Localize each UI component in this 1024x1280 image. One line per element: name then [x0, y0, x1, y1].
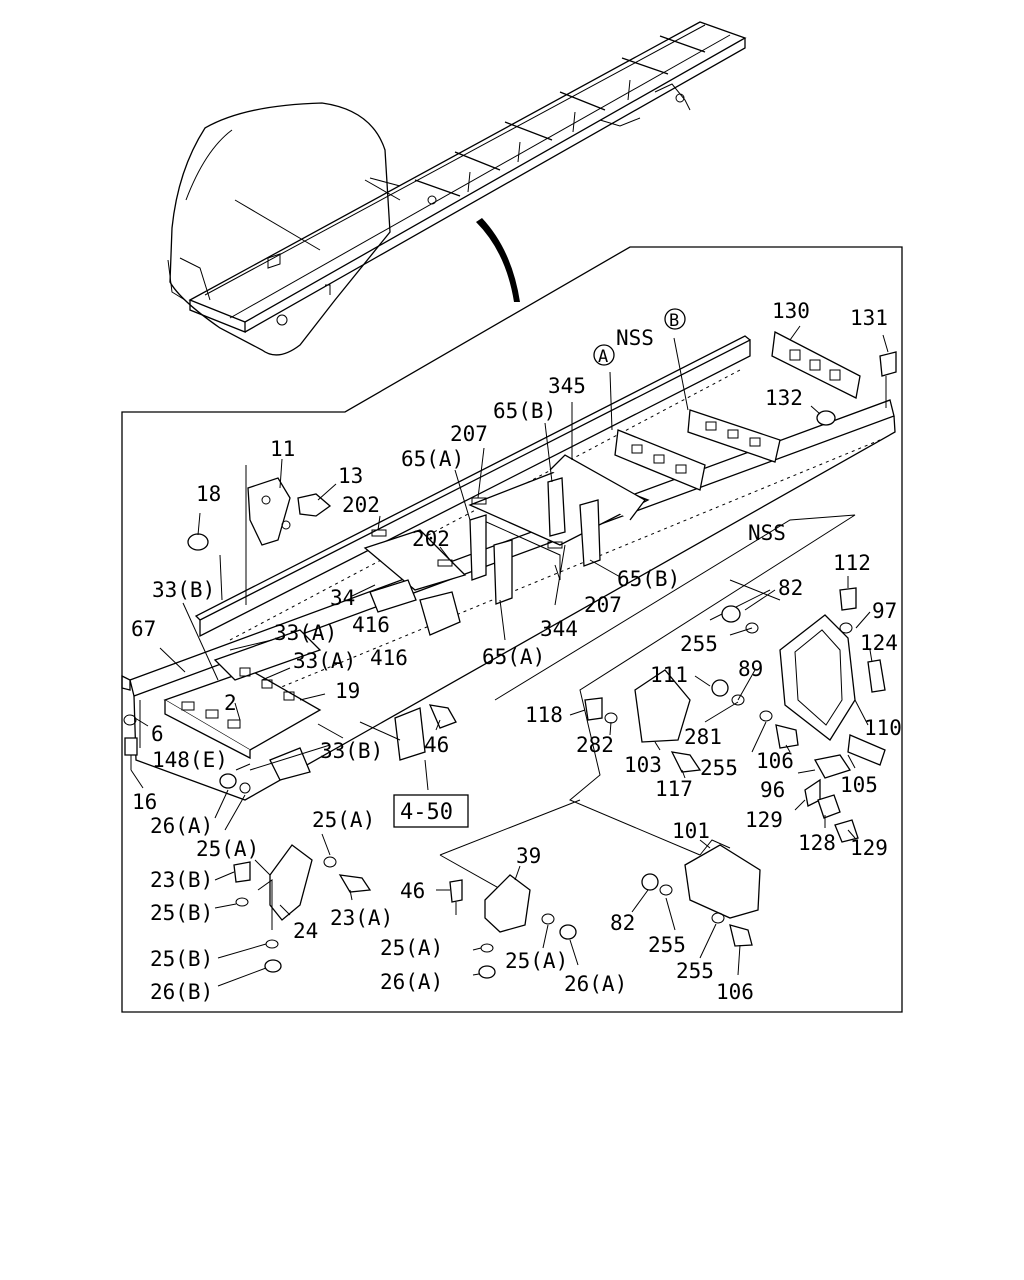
label-25b: 25(B) [150, 947, 213, 971]
callout-circle-a [593, 344, 615, 366]
label-33b: 33(B) [320, 739, 383, 763]
label-a: A [598, 347, 608, 367]
label-282: 282 [576, 733, 614, 757]
label-65a: 65(A) [401, 447, 464, 471]
label-129: 129 [745, 808, 783, 832]
label-nss: NSS [616, 326, 654, 350]
frame-detail [121, 330, 897, 979]
label-255: 255 [700, 756, 738, 780]
label-33a: 33(A) [293, 649, 356, 673]
label-46: 46 [424, 733, 449, 757]
label-128: 128 [798, 831, 836, 855]
label-4-50: 4-50 [400, 800, 453, 825]
label-105: 105 [840, 773, 878, 797]
part-labels: 11 13 18 202 202 207 65(A) 65(B) 345 NSS… [131, 299, 902, 1004]
label-129: 129 [850, 836, 888, 860]
label-23b: 23(B) [150, 868, 213, 892]
label-33b: 33(B) [152, 578, 215, 602]
label-2: 2 [224, 691, 237, 715]
label-16: 16 [132, 790, 157, 814]
label-11: 11 [270, 437, 295, 461]
label-46: 46 [400, 879, 425, 903]
label-148e: 148(E) [152, 748, 228, 772]
truck-overview [167, 21, 747, 356]
label-345: 345 [548, 374, 586, 398]
label-26b: 26(B) [150, 980, 213, 1004]
label-25b: 25(B) [150, 901, 213, 925]
label-65b: 65(B) [493, 399, 556, 423]
label-110: 110 [864, 716, 902, 740]
label-b: B [669, 311, 679, 331]
label-96: 96 [760, 778, 785, 802]
label-132: 132 [765, 386, 803, 410]
label-25a: 25(A) [505, 949, 568, 973]
label-255: 255 [648, 933, 686, 957]
callout-circle-b [664, 308, 686, 330]
label-nss: NSS [748, 521, 786, 545]
label-416: 416 [370, 646, 408, 670]
label-67: 67 [131, 617, 156, 641]
label-416: 416 [352, 613, 390, 637]
label-82: 82 [778, 576, 803, 600]
label-23a: 23(A) [330, 906, 393, 930]
label-344: 344 [540, 617, 578, 641]
label-131: 131 [850, 306, 888, 330]
label-26a: 26(A) [150, 814, 213, 838]
leader-lines [130, 325, 889, 987]
label-124: 124 [860, 631, 898, 655]
label-25a: 25(A) [196, 837, 259, 861]
label-13: 13 [338, 464, 363, 488]
label-97: 97 [872, 599, 897, 623]
label-19: 19 [335, 679, 360, 703]
label-255: 255 [676, 959, 714, 983]
label-39: 39 [516, 844, 541, 868]
label-281: 281 [684, 725, 722, 749]
label-26a: 26(A) [380, 970, 443, 994]
label-255: 255 [680, 632, 718, 656]
callout-arrow [476, 218, 520, 302]
label-202: 202 [342, 493, 380, 517]
label-106: 106 [756, 749, 794, 773]
label-117: 117 [655, 777, 693, 801]
reference-box [393, 794, 469, 828]
label-6: 6 [151, 722, 164, 746]
label-89: 89 [738, 657, 763, 681]
label-202: 202 [412, 527, 450, 551]
label-106: 106 [716, 980, 754, 1004]
label-26a: 26(A) [564, 972, 627, 996]
label-111: 111 [650, 663, 688, 687]
label-25a: 25(A) [380, 936, 443, 960]
label-25a: 25(A) [312, 808, 375, 832]
label-101: 101 [672, 819, 710, 843]
label-82: 82 [610, 911, 635, 935]
label-118: 118 [525, 703, 563, 727]
diagram-frame [121, 246, 903, 1013]
label-65b: 65(B) [617, 567, 680, 591]
label-207: 207 [584, 593, 622, 617]
label-103: 103 [624, 753, 662, 777]
label-24: 24 [293, 919, 318, 943]
label-34: 34 [330, 586, 355, 610]
label-18: 18 [196, 482, 221, 506]
label-130: 130 [772, 299, 810, 323]
label-33a: 33(A) [274, 621, 337, 645]
label-207: 207 [450, 422, 488, 446]
label-112: 112 [833, 551, 871, 575]
label-65a: 65(A) [482, 645, 545, 669]
